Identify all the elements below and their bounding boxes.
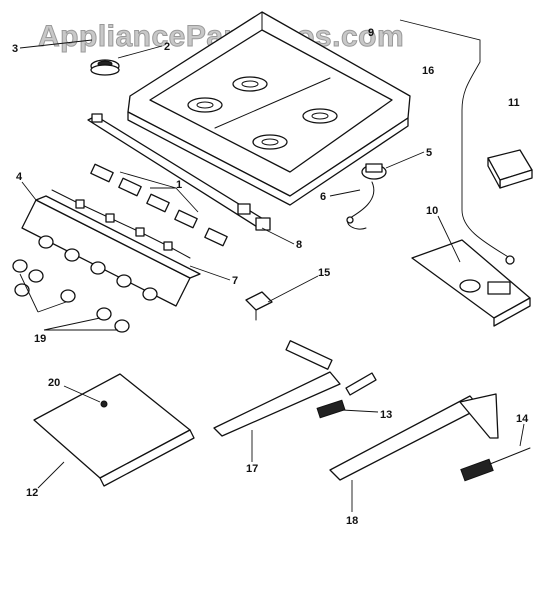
burner-tube-18 [329,393,499,481]
leader-lines [19,39,525,512]
callout-9: 9 [368,27,374,39]
burner-tube-17 [213,340,377,437]
callout-17: 17 [246,463,258,475]
igniter-14 [460,447,531,482]
manifold-rail [87,113,271,231]
burner-valves [90,163,228,247]
wiring-harness [346,181,375,230]
callout-2: 2 [164,41,170,53]
callout-5: 5 [426,147,432,159]
callout-11: 11 [508,97,520,109]
callout-18: 18 [346,515,358,527]
control-knobs [12,259,130,333]
callout-8: 8 [296,239,302,251]
burner-cap [90,59,120,76]
callout-20: 20 [48,377,60,389]
bracket [245,291,273,321]
callout-16: 16 [422,65,434,77]
callout-12: 12 [26,487,38,499]
callout-numbers: 1 2 3 4 5 6 7 8 9 10 11 12 13 14 15 16 1… [12,27,529,527]
callout-14: 14 [516,413,529,425]
watermark: AppliancePartsPros.com [38,20,404,53]
callout-19: 19 [34,333,46,345]
cooktop [127,11,411,206]
igniter-switch [361,163,387,180]
callout-10: 10 [426,205,438,217]
spark-module [487,149,533,189]
callout-6: 6 [320,191,326,203]
gas-pipe [399,19,515,265]
callout-3: 3 [12,43,18,55]
drip-tray [33,373,195,487]
callout-15: 15 [318,267,330,279]
callout-7: 7 [232,275,238,287]
regulator-assembly [411,239,531,327]
control-panel [21,189,201,307]
callout-1: 1 [176,179,182,191]
callout-4: 4 [16,171,23,183]
callout-13: 13 [380,409,392,421]
